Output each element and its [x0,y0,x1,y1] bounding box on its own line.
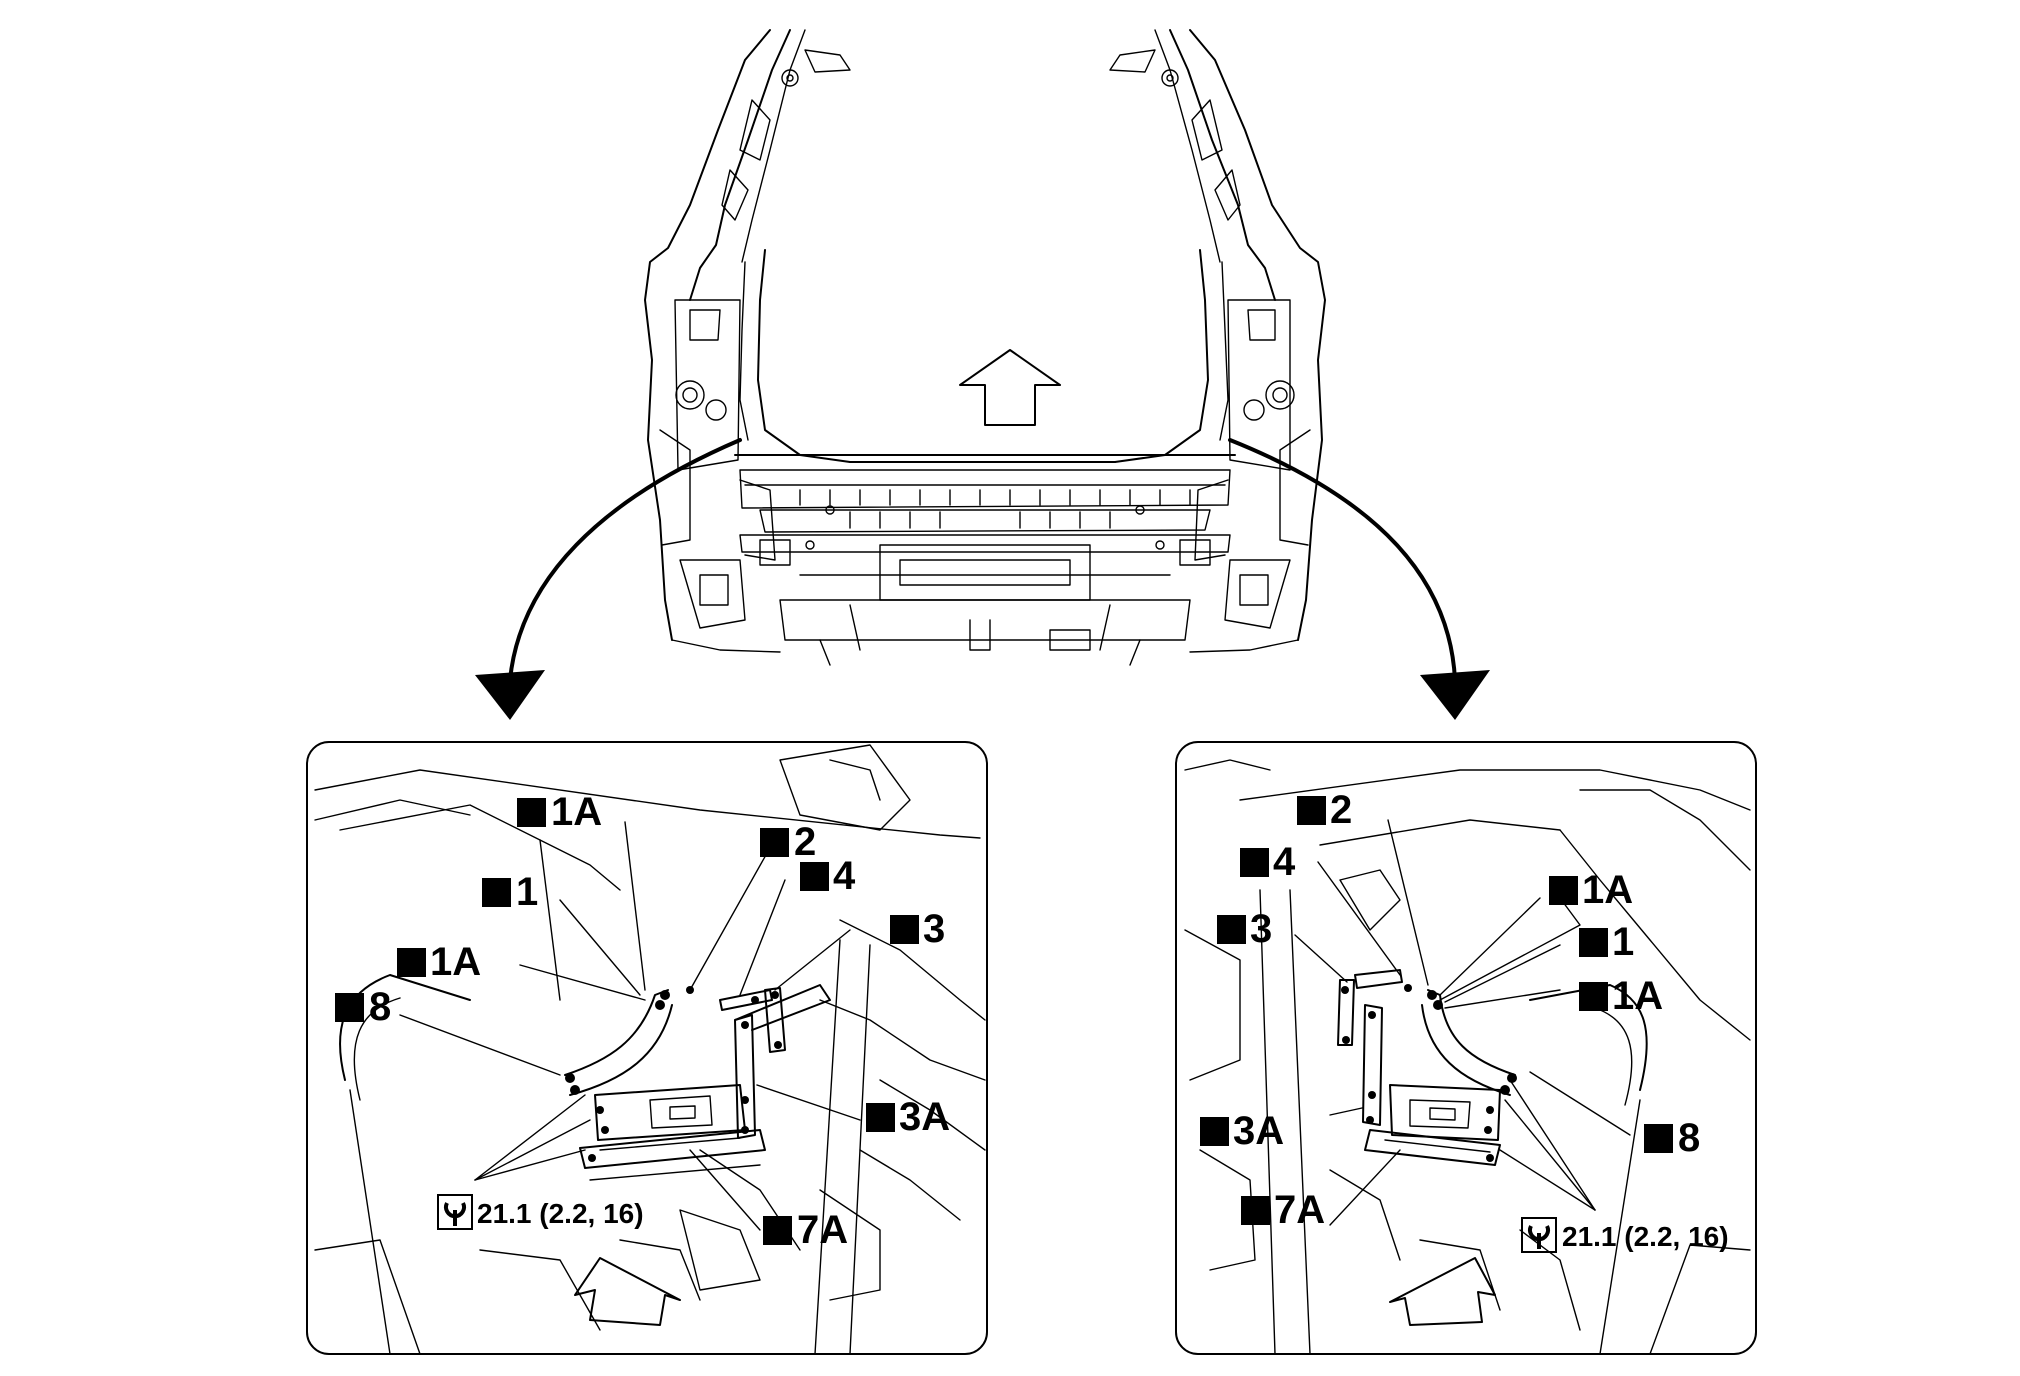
left-direction-arrow-icon [574,1257,681,1326]
left-detail-panel [306,741,988,1355]
right-detail-pointer-icon [1228,438,1490,720]
svg-text:3A: 3A [1233,1109,1284,1153]
right-callout-8: 8 [1644,1116,1700,1160]
svg-text:1A: 1A [1612,974,1663,1018]
right-callout-1a-low: 1A [1579,974,1663,1018]
svg-text:8: 8 [369,985,391,1029]
svg-text:1: 1 [516,870,538,914]
right-callout-4: 4 [1240,840,1296,884]
svg-text:1A: 1A [430,940,481,984]
svg-text:1A: 1A [551,790,602,834]
svg-text:8: 8 [1678,1116,1700,1160]
svg-text:2: 2 [794,820,816,864]
left-callout-1a-top: 1A [517,790,602,834]
rear-body-overview [644,29,1326,666]
left-callout-2: 2 [760,820,816,864]
svg-text:3A: 3A [899,1095,950,1139]
right-callout-7a: 7A [1241,1188,1325,1232]
right-callout-1a-top: 1A [1549,868,1633,912]
svg-text:7A: 7A [797,1208,848,1252]
right-callout-1: 1 [1579,920,1634,964]
right-callout-3a: 3A [1200,1109,1284,1153]
forward-arrow-icon [959,349,1061,426]
left-torque-spec: 21.1 (2.2, 16) [437,1194,644,1230]
left-callout-3a: 3A [866,1095,950,1139]
left-callout-1a-low: 1A [397,940,481,984]
svg-text:1: 1 [1612,920,1634,964]
right-detail-panel [1175,741,1757,1355]
svg-text:3: 3 [923,907,945,951]
right-direction-arrow-icon [1389,1257,1496,1326]
svg-text:4: 4 [1273,840,1296,884]
left-callout-7a: 7A [763,1208,848,1252]
svg-text:2: 2 [1330,788,1352,832]
svg-text:21.1 (2.2, 16): 21.1 (2.2, 16) [1562,1221,1729,1252]
svg-text:3: 3 [1250,907,1272,951]
right-callout-3: 3 [1217,907,1272,951]
right-torque-spec: 21.1 (2.2, 16) [1521,1217,1729,1253]
left-callout-3: 3 [890,907,945,951]
torque-wrench-icon [437,1194,473,1230]
svg-text:7A: 7A [1274,1188,1325,1232]
left-callout-8: 8 [335,985,391,1029]
torque-wrench-icon [1521,1217,1557,1253]
right-callout-2: 2 [1297,788,1352,832]
left-detail-pointer-icon [475,438,742,720]
left-callout-4: 4 [800,854,856,898]
svg-text:4: 4 [833,854,856,898]
svg-text:21.1 (2.2, 16): 21.1 (2.2, 16) [477,1198,644,1229]
svg-text:1A: 1A [1582,868,1633,912]
left-callout-1: 1 [482,870,538,914]
